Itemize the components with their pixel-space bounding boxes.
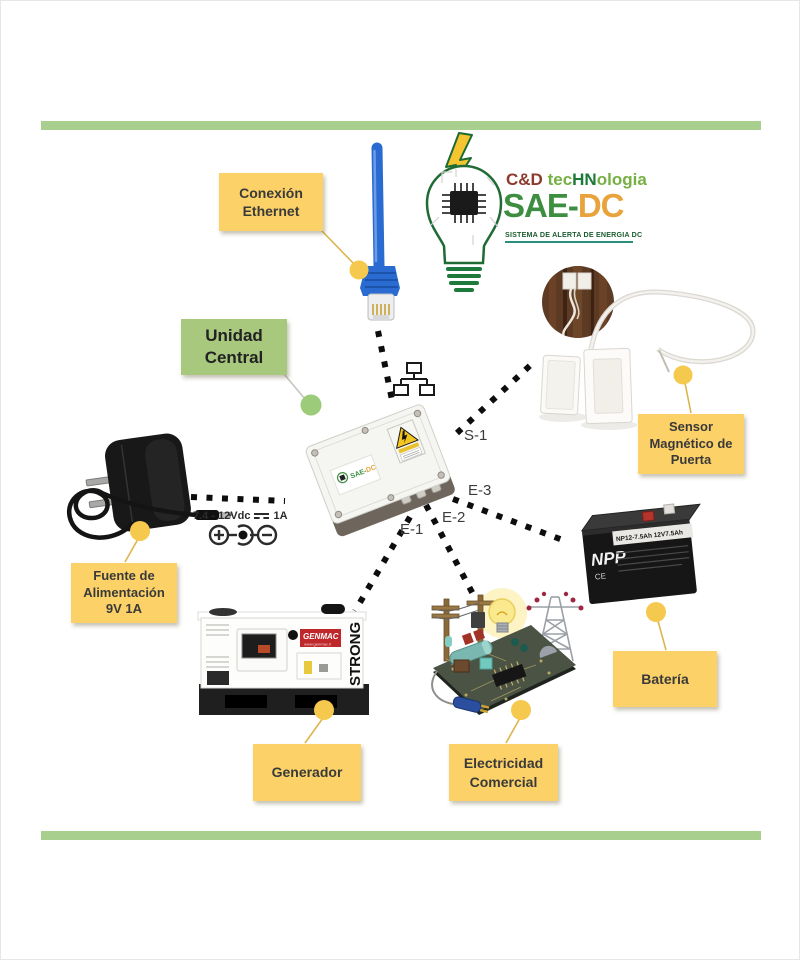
- chip-icon: [450, 191, 478, 215]
- logo-tagline: SISTEMA DE ALERTA DE ENERGIA DC: [505, 230, 643, 239]
- battery-dotted-line-e3: [451, 496, 570, 545]
- label-power-supply: Fuente de Alimentación 9V 1A: [71, 563, 177, 623]
- polarity-symbols: [208, 524, 278, 546]
- generator-sticker: [304, 661, 312, 674]
- logo-cd: C&D: [506, 170, 543, 189]
- screws: [311, 409, 445, 519]
- logo-brand-line: C&D tecHNologia: [506, 170, 647, 189]
- sensor-dotted-line-s1: [454, 358, 538, 436]
- warning-triangle-icon: [396, 426, 419, 449]
- generator-brand-text: GENMAC: [303, 632, 339, 641]
- ethernet-dotted-line: [375, 330, 395, 401]
- central-unit-device: SAE-DC: [305, 404, 455, 537]
- dc-barrel-plug: [195, 510, 219, 520]
- generator-device: GENMAC www.genmac.it STRONG: [197, 604, 369, 715]
- power-plug: [452, 696, 482, 713]
- generator-dotted-line-e1: [352, 515, 413, 613]
- connection-label-e3: E-3: [468, 482, 492, 499]
- door-sensor-photo: [542, 266, 614, 338]
- utility-pole: [443, 598, 450, 662]
- top-divider-bar: [41, 121, 761, 130]
- label-ethernet: Conexión Ethernet: [219, 173, 323, 231]
- battery-terminal-red: [641, 510, 655, 522]
- ic-chip: [491, 663, 527, 688]
- door-sensor-device: [539, 289, 756, 430]
- commercial-electricity-illustration: [431, 588, 584, 715]
- power-dotted-line: [190, 494, 286, 504]
- generator-site-text: www.genmac.it: [304, 642, 332, 647]
- logo-underline: [505, 241, 633, 243]
- battery-terminal-white: [663, 503, 676, 515]
- callout-leader-lines: [124, 229, 692, 744]
- label-door-sensor: Sensor Magnético de Puerta: [638, 414, 744, 474]
- sticker-dc-text: DC: [365, 464, 377, 474]
- generator-model-text: STRONG: [347, 622, 364, 686]
- battery-ce-mark: CE: [594, 571, 606, 581]
- generator-brand-plate: [300, 629, 341, 647]
- battery-device: NP12-7.5Ah 12V7.5Ah NPP CE: [580, 503, 701, 605]
- dc-voltage-icon: [254, 512, 270, 520]
- battery-label-band: [612, 523, 694, 546]
- callout-dots: [130, 260, 693, 720]
- label-generator: Generador: [253, 744, 361, 801]
- power-adapter-device: [67, 433, 232, 540]
- logo-bulb: [425, 132, 503, 292]
- dotted-connections: [190, 330, 570, 613]
- connection-label-e2: E-2: [442, 509, 466, 526]
- bottom-divider-bar: [41, 831, 761, 840]
- connection-label-e1: E-1: [400, 521, 424, 538]
- electricity-dotted-line-e2: [423, 503, 477, 598]
- connection-label-s1: S-1: [464, 427, 488, 444]
- transformer-box: [471, 612, 485, 628]
- capacitor: [449, 640, 493, 666]
- ethernet-network-icon: [393, 362, 435, 396]
- power-input-spec: 7.4 - 12Vdc 1A: [193, 510, 288, 522]
- label-battery: Batería: [613, 651, 717, 707]
- label-commercial-power: Electricidad Comercial: [449, 744, 558, 801]
- unit-logo-sticker: SAE-DC: [329, 454, 382, 496]
- warning-label: [386, 419, 426, 464]
- logo-product-name: SAE-DC: [503, 187, 625, 224]
- label-central-unit: Unidad Central: [181, 319, 287, 375]
- circuit-board: [433, 625, 576, 711]
- ethernet-cable: [360, 142, 400, 321]
